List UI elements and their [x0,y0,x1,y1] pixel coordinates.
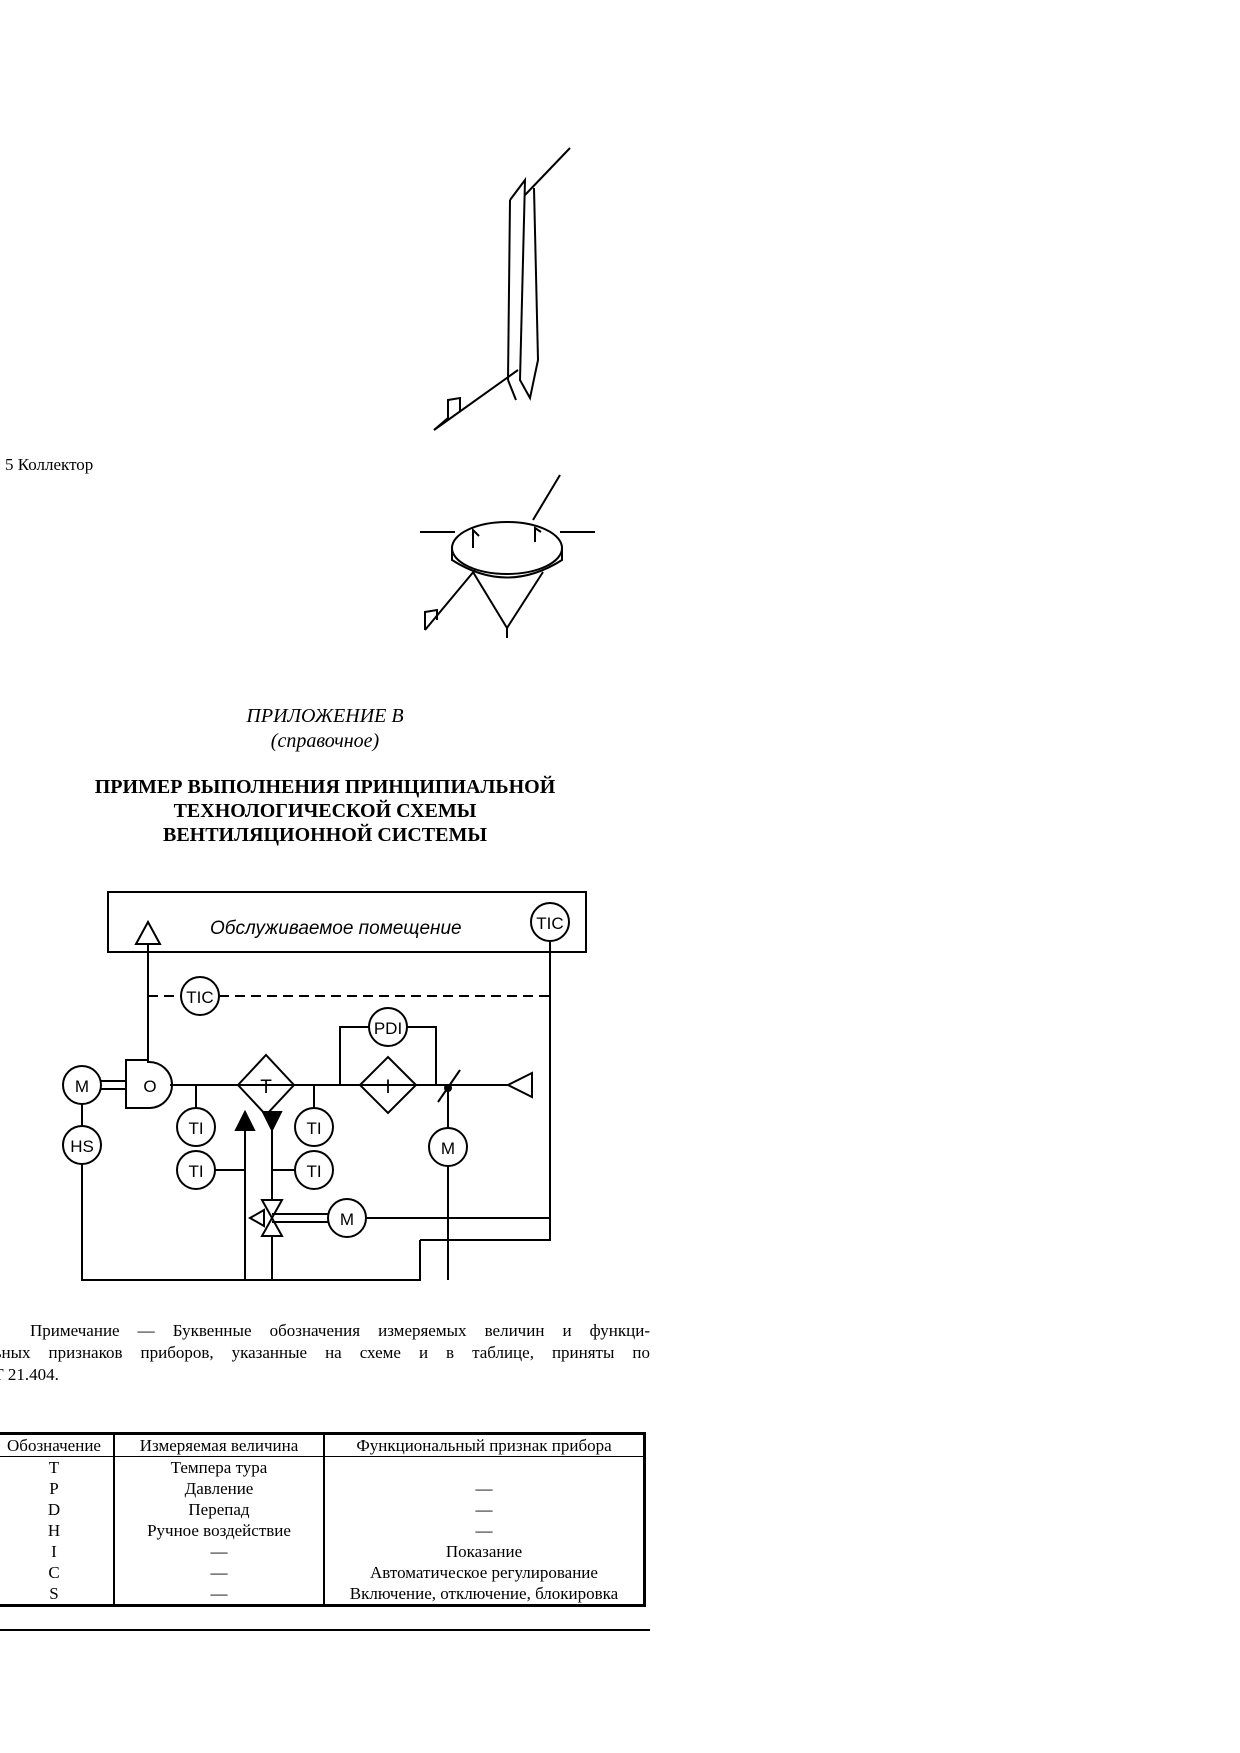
tic-controller-tag: TIC [186,988,213,1007]
heading-line: ТЕХНОЛОГИЧЕСКОЙ СХЕМЫ [173,800,477,822]
filter-tag: I [385,1077,390,1098]
table-cell: Включение, отключение, блокировка [349,1584,619,1603]
fan-tag: О [143,1077,156,1096]
valve-motor-tag: M [340,1210,354,1229]
ti-tag: TI [306,1162,321,1181]
pdi-tag: PDI [374,1019,402,1038]
table-cell [324,1457,645,1479]
table-cell: — [114,1583,325,1606]
table-cell: — [114,1541,325,1562]
table-cell: — [475,1500,493,1519]
table-row: C— Автоматическое регулирование [0,1562,645,1583]
flow-arrow-down [261,1111,283,1133]
table-cell: D [0,1499,115,1520]
table-cell: Ручное воздействие [114,1520,325,1541]
table-header-row: Обозначение Измеряемая величина Функцион… [0,1433,645,1457]
table-cell: P [0,1478,115,1499]
room-label: Обслуживаемое помещение [210,918,462,939]
table-header: Функциональный признак прибора [324,1433,645,1457]
hs-tag: HS [70,1137,94,1156]
table-header: Измеряемая величина [114,1433,325,1457]
flow-arrow-up [234,1109,256,1131]
designation-table: Обозначение Измеряемая величина Функцион… [0,1432,646,1607]
table-row: S— Включение, отключение, блокировка [0,1583,645,1606]
note-paragraph: Примечание — Буквенные обозначения измер… [0,1320,650,1386]
table-cell: H [0,1520,115,1541]
diffuser-symbol [134,919,162,945]
table-cell: T [0,1456,115,1478]
heater-tag: T [260,1077,272,1098]
ti-bubble [294,1107,334,1147]
table-cell: S [0,1583,115,1606]
note-line: ональных признаков приборов, указанные н… [0,1343,650,1362]
appendix-title: ПРИЛОЖЕНИЕ В [246,705,404,727]
tic-room-tag: TIC [536,914,563,933]
table-cell: — [475,1479,493,1498]
heading-line: ПРИМЕР ВЫПОЛНЕНИЯ ПРИНЦИПИАЛЬНОЙ [94,776,556,798]
table-row: DПерепад — [0,1499,645,1520]
serviced-room-box [107,891,587,953]
table-cell: Темпера тура [114,1456,325,1478]
ti-tag: TI [188,1119,203,1138]
table-cell: Показание [445,1542,523,1561]
table-cell: Автоматическое регулирование [370,1563,598,1582]
table-cell: — [114,1562,325,1583]
bottom-rule [0,1629,650,1631]
heading-line: ВЕНТИЛЯЦИОННОЙ СИСТЕМЫ [162,824,487,846]
table-row: HРучное воздействие — [0,1520,645,1541]
note-line: Примечание — Буквенные обозначения измер… [30,1321,650,1340]
filter-symbol [358,1055,418,1115]
collector-label: 5 Коллектор [5,455,94,474]
ti-tag: TI [306,1119,321,1138]
ti-tag: TI [188,1162,203,1181]
table-cell: I [0,1541,115,1562]
intake-symbol [505,1071,533,1099]
ventilation-schematic: Обслуживаемое помещение TIC TIC M О HS T… [62,891,587,1281]
heater-symbol [236,1053,296,1117]
table-header: Обозначение [0,1433,115,1457]
table-row: PДавление — [0,1478,645,1499]
table-cell: Перепад [114,1499,325,1520]
table-row: I— Показание [0,1541,645,1562]
appendix-subtitle: (справочное) [270,730,380,752]
note-line: ГОСТ 21.404. [0,1365,59,1384]
ti-bubble [176,1107,216,1147]
table-cell: Давление [114,1478,325,1499]
fan-symbol [125,1059,174,1109]
collector-drawing-upper [433,147,571,431]
appendix-heading: ПРИМЕР ВЫПОЛНЕНИЯ ПРИНЦИПИАЛЬНОЙ ТЕХНОЛО… [0,775,650,847]
fan-motor-tag: M [75,1077,89,1096]
table-cell: — [475,1521,493,1540]
table-cell: C [0,1562,115,1583]
damper-motor-tag: M [441,1139,455,1158]
collector-drawing-lower [420,474,595,638]
